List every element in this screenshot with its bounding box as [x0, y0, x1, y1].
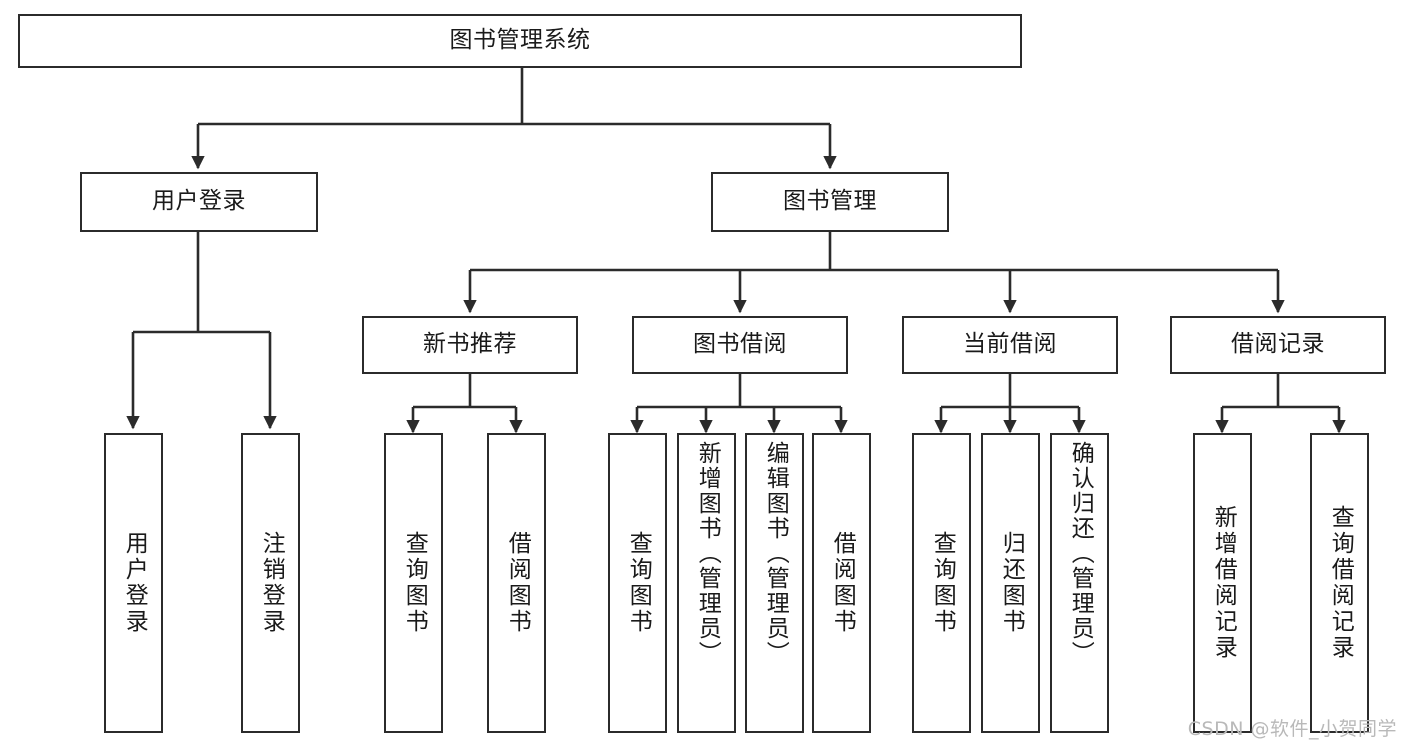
node-leaf-query-record-label: 查询借阅记录	[1327, 505, 1354, 661]
node-leaf-add-record-label: 新增借阅记录	[1210, 505, 1237, 661]
node-leaf-return-book-label: 归还图书	[998, 531, 1025, 635]
node-leaf-user-login[interactable]: 用户登录	[104, 433, 163, 733]
node-leaf-confirm-return-label: 确认归还（管理员）	[1067, 441, 1094, 666]
node-leaf-return-book[interactable]: 归还图书	[981, 433, 1040, 733]
node-leaf-query-book-3[interactable]: 查询图书	[912, 433, 971, 733]
watermark-text: CSDN @软件_小贺同学	[1187, 718, 1397, 740]
node-leaf-user-login-label: 用户登录	[121, 531, 148, 635]
node-leaf-confirm-return[interactable]: 确认归还（管理员）	[1050, 433, 1109, 733]
node-leaf-query-book-3-label: 查询图书	[929, 531, 956, 635]
node-borrow-record[interactable]: 借阅记录	[1170, 316, 1386, 374]
node-new-book-recommend-label: 新书推荐	[423, 331, 517, 358]
node-leaf-edit-book[interactable]: 编辑图书（管理员）	[745, 433, 804, 733]
node-leaf-borrow-book-1[interactable]: 借阅图书	[487, 433, 546, 733]
node-leaf-logout[interactable]: 注销登录	[241, 433, 300, 733]
node-book-borrow-label: 图书借阅	[693, 331, 787, 358]
node-leaf-add-record[interactable]: 新增借阅记录	[1193, 433, 1252, 733]
node-leaf-logout-label: 注销登录	[258, 531, 285, 635]
node-leaf-borrow-book-2-label: 借阅图书	[829, 531, 856, 635]
node-leaf-borrow-book-2[interactable]: 借阅图书	[812, 433, 871, 733]
node-leaf-query-record[interactable]: 查询借阅记录	[1310, 433, 1369, 733]
node-root[interactable]: 图书管理系统	[18, 14, 1022, 68]
node-root-label: 图书管理系统	[449, 27, 591, 54]
node-leaf-add-book[interactable]: 新增图书（管理员）	[677, 433, 736, 733]
node-book-borrow[interactable]: 图书借阅	[632, 316, 848, 374]
node-user-login-label: 用户登录	[152, 188, 246, 215]
node-leaf-query-book-1-label: 查询图书	[401, 531, 428, 635]
node-new-book-recommend[interactable]: 新书推荐	[362, 316, 578, 374]
node-current-borrow[interactable]: 当前借阅	[902, 316, 1118, 374]
node-leaf-edit-book-label: 编辑图书（管理员）	[762, 441, 789, 666]
node-book-manage[interactable]: 图书管理	[711, 172, 949, 232]
node-leaf-add-book-label: 新增图书（管理员）	[694, 441, 721, 666]
node-book-manage-label: 图书管理	[783, 188, 877, 215]
node-user-login[interactable]: 用户登录	[80, 172, 318, 232]
node-leaf-query-book-2-label: 查询图书	[625, 531, 652, 635]
node-leaf-query-book-2[interactable]: 查询图书	[608, 433, 667, 733]
node-leaf-borrow-book-1-label: 借阅图书	[504, 531, 531, 635]
node-current-borrow-label: 当前借阅	[963, 331, 1057, 358]
node-leaf-query-book-1[interactable]: 查询图书	[384, 433, 443, 733]
node-borrow-record-label: 借阅记录	[1231, 331, 1325, 358]
